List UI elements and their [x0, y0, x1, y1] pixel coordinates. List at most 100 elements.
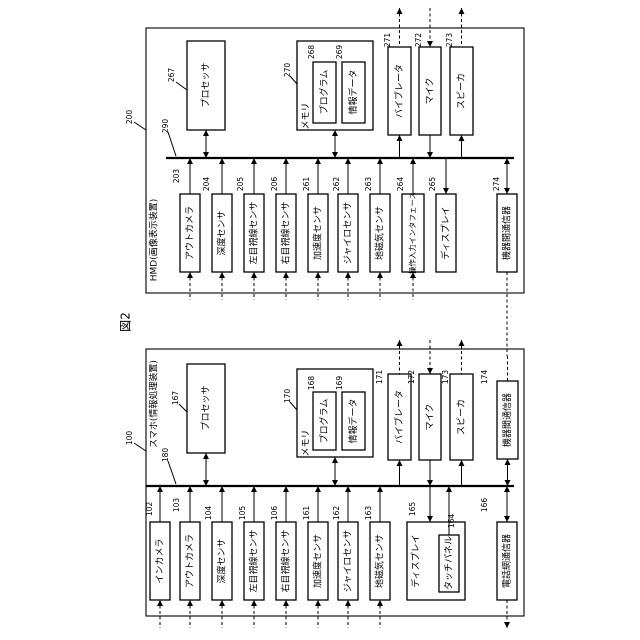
sp-depth-sensor-ref: 104 [204, 506, 213, 521]
hmd-vibrator-arrow [397, 135, 403, 141]
hmd-program-label: プログラム [318, 70, 330, 115]
hmd-ref-leader [134, 122, 146, 130]
sp-vibrator-arrow [397, 460, 403, 466]
hmd-left-eye-sensor: 左目視線センサ 205 [236, 177, 264, 272]
sp-vibrator: バイブレータ [388, 374, 411, 460]
hmd-vibrator: バイブレータ [388, 47, 411, 135]
hmd-microphone: マイク [419, 47, 441, 135]
sp-gyro-sensor-ref: 162 [332, 506, 341, 521]
sp-device-comm: 機器間通信器 [497, 381, 518, 459]
sp-device-comm-label: 機器間通信器 [501, 393, 513, 447]
sp-in-camera-ref: 102 [145, 502, 154, 517]
sp-accel-sensor-label: 加速度センサ [312, 534, 324, 588]
sp-right-eye-sensor-ref: 106 [270, 506, 279, 521]
smartphone-ref-leader [134, 443, 146, 451]
sp-gyro-sensor: ジャイロセンサ 162 [332, 506, 358, 600]
hmd-accel-sensor: 加速度センサ 261 [302, 177, 328, 272]
hmd-memory-ref-leader [290, 76, 297, 84]
sp-accel-sensor: 加速度センサ 161 [302, 506, 328, 600]
hmd-out-camera-ref: 203 [172, 169, 181, 184]
hmd-device-comm: 機器間通信器 274 [492, 177, 517, 272]
sp-display: ディスプレイ タッチパネル 165 164 [407, 502, 465, 600]
sp-display-label: ディスプレイ [410, 534, 422, 587]
hmd-operation-interface-ref: 264 [396, 177, 405, 192]
sp-in-camera: インカメラ 102 [145, 502, 170, 600]
sp-processor-ref: 167 [171, 391, 180, 406]
sp-microphone-ext-arrow [427, 368, 433, 374]
sp-left-eye-sensor-label: 左目視線センサ [248, 529, 260, 592]
sp-microphone: マイク [419, 374, 441, 460]
hmd-display-ref: 265 [428, 177, 437, 192]
hmd-geomag-sensor-ref: 263 [364, 177, 373, 192]
hmd-memory-arrow-up [332, 130, 338, 136]
sp-gyro-sensor-label: ジャイロセンサ [343, 530, 354, 593]
sp-speaker-label: スピーカ [456, 399, 467, 435]
sp-vibrator-ref: 171 [375, 370, 384, 385]
hmd-memory-ref: 270 [283, 63, 292, 78]
sp-speaker-ref: 173 [441, 370, 450, 385]
sp-accel-sensor-ref: 161 [302, 506, 311, 521]
sp-speaker-arrow [459, 460, 465, 466]
hmd-out-camera-label: アウトカメラ [185, 206, 196, 260]
sp-vibrator-ext-arrow [397, 340, 403, 346]
sp-memory-ref: 170 [283, 389, 292, 404]
sp-memory-arrow-up [332, 457, 338, 463]
hmd-program-ref: 268 [307, 45, 316, 60]
hmd-info-ref: 269 [335, 45, 344, 60]
sp-geomag-sensor-label: 地磁気センサ [374, 534, 386, 588]
sp-microphone-label: マイク [425, 404, 436, 431]
hmd-geomag-sensor-label: 地磁気センサ [374, 206, 386, 260]
sp-processor-arrow-up [203, 453, 209, 459]
hmd-speaker-ref: 273 [445, 33, 454, 48]
hmd-processor: プロセッサ [187, 41, 225, 130]
sp-processor-label: プロセッサ [201, 385, 212, 430]
sp-depth-sensor: 深度センサ 104 [204, 506, 232, 600]
hmd-depth-sensor-ref: 204 [202, 177, 211, 192]
hmd-info-label: 情報データ [347, 69, 359, 114]
sp-input-row: インカメラ 102 アウトカメラ 103 深度センサ 104 左目視線センサ 1… [145, 498, 517, 600]
smartphone-title: スマホ(情報処理装置) [148, 360, 160, 448]
hmd-left-eye-sensor-ref: 205 [236, 177, 245, 192]
hmd-speaker-arrow [459, 135, 465, 141]
sp-program-label: プログラム [318, 399, 330, 444]
hmd-display-label: ディスプレイ [440, 206, 452, 259]
sp-touch-panel-label: タッチパネル [444, 536, 455, 590]
hmd-processor-ref-leader [176, 82, 187, 90]
hmd-processor-ref: 267 [167, 68, 176, 83]
hmd-device-comm-label: 機器間通信器 [501, 206, 513, 260]
sp-right-eye-sensor-label: 右目視線センサ [280, 529, 292, 592]
figure-label: 図2 [119, 312, 133, 332]
hmd-microphone-ext-arrow [427, 41, 433, 47]
sp-right-eye-sensor: 右目視線センサ 106 [270, 506, 296, 600]
sp-memory-label: メモリ [302, 429, 312, 456]
hmd-processor-arrow-up [203, 130, 209, 136]
hmd-operation-interface-label: 操作入力インタフェース [407, 192, 417, 274]
hmd-device-comm-ref: 274 [492, 177, 501, 192]
smartphone-ref: 100 [125, 431, 134, 446]
sp-speaker: スピーカ [450, 374, 473, 460]
hmd-title: HMD(画像表示装置) [148, 199, 160, 282]
hmd-speaker: スピーカ [450, 47, 473, 135]
hmd-microphone-label: マイク [425, 78, 436, 105]
hmd-memory-label: メモリ [302, 102, 312, 129]
sp-info-ref: 169 [335, 376, 344, 391]
sp-phone-comm-label: 電話網通信器 [501, 534, 513, 588]
sp-microphone-ref: 172 [407, 370, 416, 385]
sp-left-eye-sensor-ref: 105 [238, 506, 247, 521]
sp-phone-comm-ref: 166 [480, 498, 489, 513]
sp-speaker-ext-arrow [459, 340, 465, 346]
hmd-right-eye-sensor: 右目視線センサ 206 [270, 177, 296, 272]
hmd-speaker-ext-arrow [459, 8, 465, 14]
hmd-operation-interface: 操作入力インタフェース 264 [396, 177, 424, 274]
hmd-display: ディスプレイ 265 [428, 177, 456, 272]
sp-processor-ref-leader [179, 404, 187, 412]
hmd-depth-sensor: 深度センサ 204 [202, 177, 232, 272]
hmd-vibrator-ext-arrow [397, 8, 403, 14]
hmd-vibrator-label: バイブレータ [393, 64, 405, 118]
hmd-speaker-label: スピーカ [456, 73, 467, 109]
hmd-accel-sensor-label: 加速度センサ [312, 206, 324, 260]
smartphone-bus-ref-leader [168, 461, 176, 484]
hmd-vibrator-ref: 271 [383, 33, 392, 48]
smartphone-bus-ref: 180 [161, 448, 170, 463]
sp-processor: プロセッサ [187, 364, 225, 453]
